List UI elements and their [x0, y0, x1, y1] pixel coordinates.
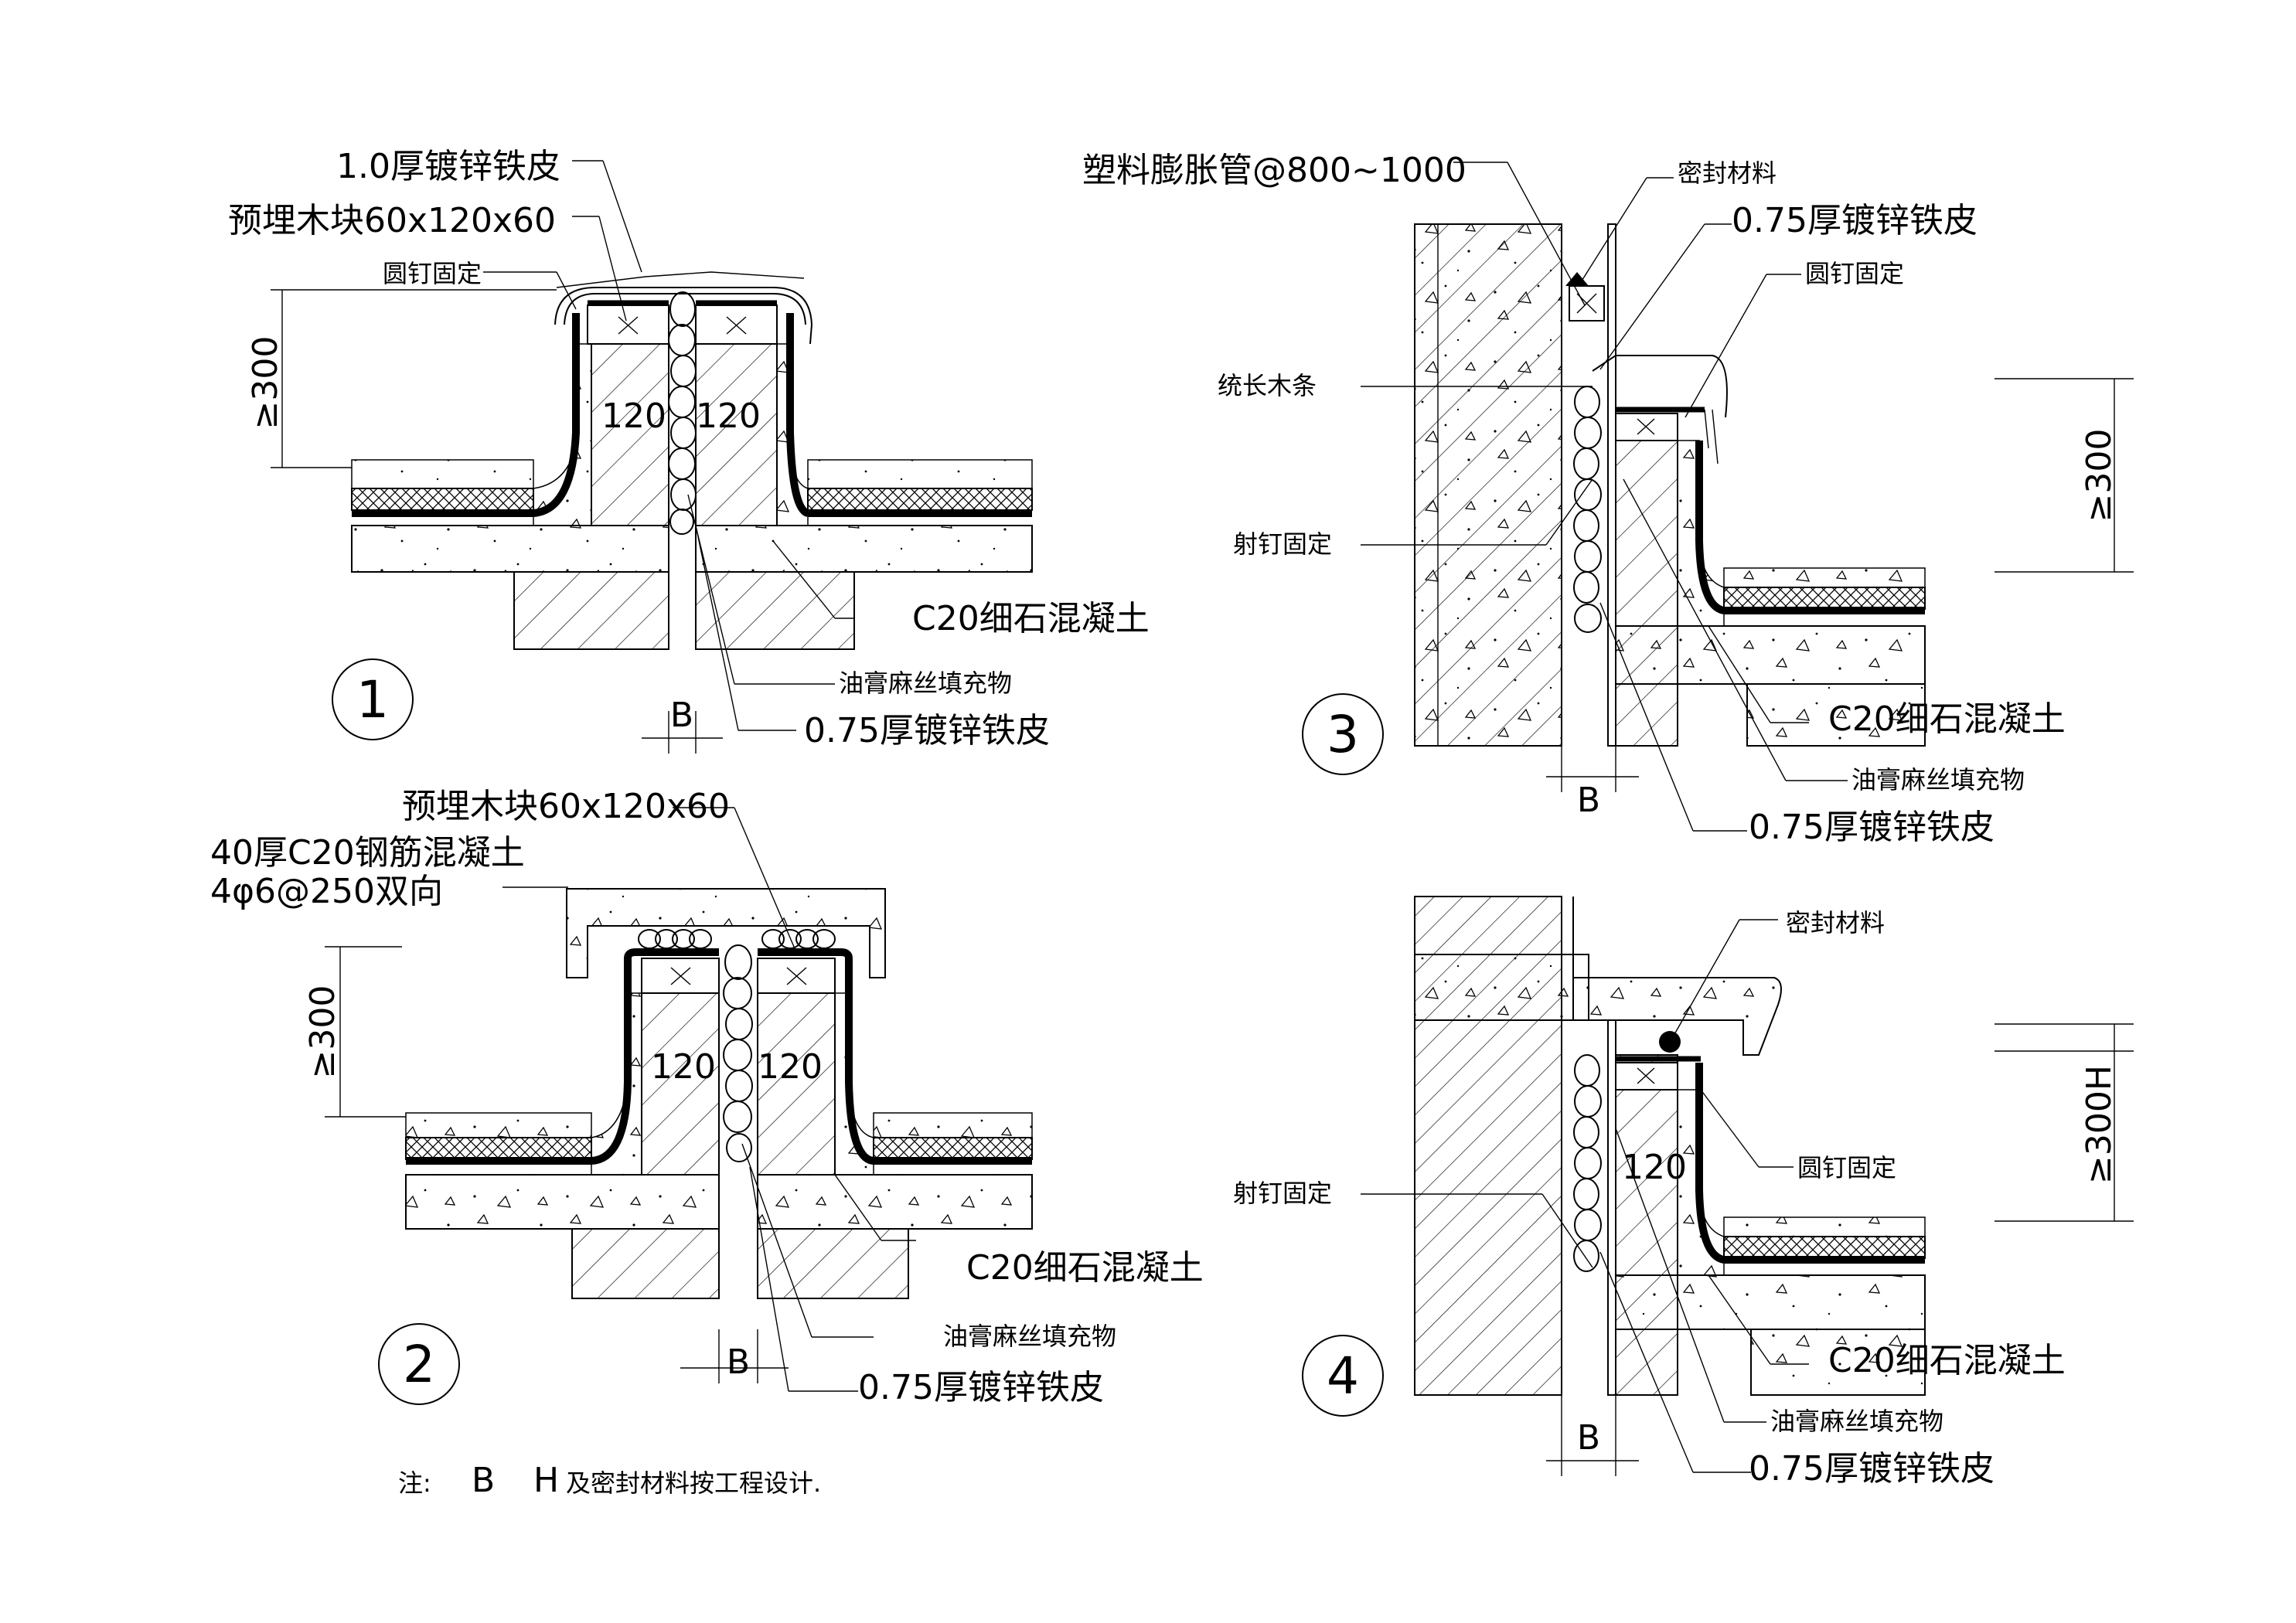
note-prefix: 注: [398, 1468, 431, 1498]
label-gap: B [670, 696, 693, 735]
roof-slab-left [351, 525, 669, 573]
label-batten: 统长木条 [1218, 371, 1317, 400]
drawing-note: 注: B H 及密封材料按工程设计. [398, 1461, 821, 1500]
label-cap-line1: 40厚C20钢筋混凝土 [210, 833, 525, 873]
label-filler: 油膏麻丝填充物 [1851, 765, 2025, 794]
label-seal: 密封材料 [1678, 158, 1777, 188]
label-filler: 油膏麻丝填充物 [839, 669, 1012, 698]
insulation-layer-left [351, 488, 534, 511]
label-concrete: C20细石混凝土 [1828, 1341, 2066, 1380]
filler-rope-2 [723, 944, 753, 1162]
label-nail: 圆钉固定 [1797, 1153, 1896, 1182]
label-galv: 0.75厚镀锌铁皮 [858, 1368, 1104, 1407]
detail-number: 2 [403, 1335, 435, 1394]
label-galv-bottom: 0.75厚镀锌铁皮 [804, 711, 1050, 750]
detail-number: 3 [1327, 705, 1359, 764]
drip-cap [1572, 897, 1782, 1056]
label-width-left: 120 [651, 1047, 716, 1087]
filler-rope-4 [1573, 1054, 1602, 1272]
label-concrete: C20细石混凝土 [966, 1248, 1204, 1288]
label-nail: 圆钉固定 [383, 259, 482, 288]
label-galv-top: 0.75厚镀锌铁皮 [1732, 201, 1977, 240]
label-wood-block: 预埋木块60x120x60 [402, 787, 730, 826]
label-filler: 油膏麻丝填充物 [943, 1322, 1116, 1351]
detail-number: 1 [356, 670, 389, 730]
detail-number-circle [332, 658, 414, 740]
concrete-cap [566, 888, 886, 978]
label-height: ≥300 [2080, 429, 2119, 522]
detail-1: 1 1.0厚镀锌铁皮 预埋木块60x120x60 圆钉固定 ≥300 120 1… [228, 147, 1150, 754]
screed-right [807, 459, 1033, 489]
screed-left [351, 459, 534, 489]
label-concrete: C20细石混凝土 [912, 599, 1150, 638]
label-galv-top: 1.0厚镀锌铁皮 [336, 147, 560, 186]
label-pipe: 塑料膨胀管@800~1000 [1082, 151, 1467, 190]
label-height: ≥300 [246, 336, 285, 430]
label-width-left: 120 [601, 396, 666, 436]
filler-rope-1 [668, 291, 697, 535]
label-gap: B [727, 1342, 750, 1382]
detail-2: 2 预埋木块60x120x60 40厚C20钢筋混凝土 4φ6@250双向 ≥3… [210, 787, 1204, 1407]
insulation-layer-right [807, 488, 1033, 511]
label-gap: B [1577, 781, 1600, 820]
beam-left [513, 571, 669, 650]
label-height: ≥300H [2080, 1065, 2119, 1184]
label-width-right: 120 [696, 396, 761, 436]
label-shot-nail: 射钉固定 [1233, 529, 1332, 559]
label-galv: 0.75厚镀锌铁皮 [1749, 1449, 1995, 1489]
label-cap-line2: 4φ6@250双向 [210, 872, 443, 911]
detail-4: 4 密封材料 ≥300H 圆钉固定 射钉固定 120 C20细石混凝土 油膏麻丝… [1233, 896, 2134, 1489]
detail-3: 3 塑料膨胀管@800~1000 密封材料 0.75厚镀锌铁皮 圆钉固定 统长木… [1082, 151, 2134, 847]
roof-slab-right [695, 525, 1033, 573]
note-h: H [533, 1461, 559, 1500]
label-width-right: 120 [758, 1047, 823, 1087]
label-gap: B [1577, 1418, 1600, 1458]
label-galv-bottom: 0.75厚镀锌铁皮 [1749, 808, 1995, 847]
label-concrete: C20细石混凝土 [1828, 699, 2066, 739]
detail-number: 4 [1327, 1346, 1359, 1406]
beam-right [695, 571, 855, 650]
label-filler: 油膏麻丝填充物 [1770, 1407, 1943, 1436]
label-height: ≥300 [303, 985, 342, 1079]
label-wood-block: 预埋木块60x120x60 [228, 201, 556, 240]
label-nail: 圆钉固定 [1805, 259, 1904, 288]
label-width: 120 [1622, 1148, 1687, 1187]
note-text: 及密封材料按工程设计. [566, 1468, 821, 1498]
filler-rope-3 [1573, 386, 1602, 633]
label-shot-nail: 射钉固定 [1233, 1179, 1332, 1208]
label-seal: 密封材料 [1786, 908, 1885, 937]
note-b: B [472, 1461, 495, 1500]
